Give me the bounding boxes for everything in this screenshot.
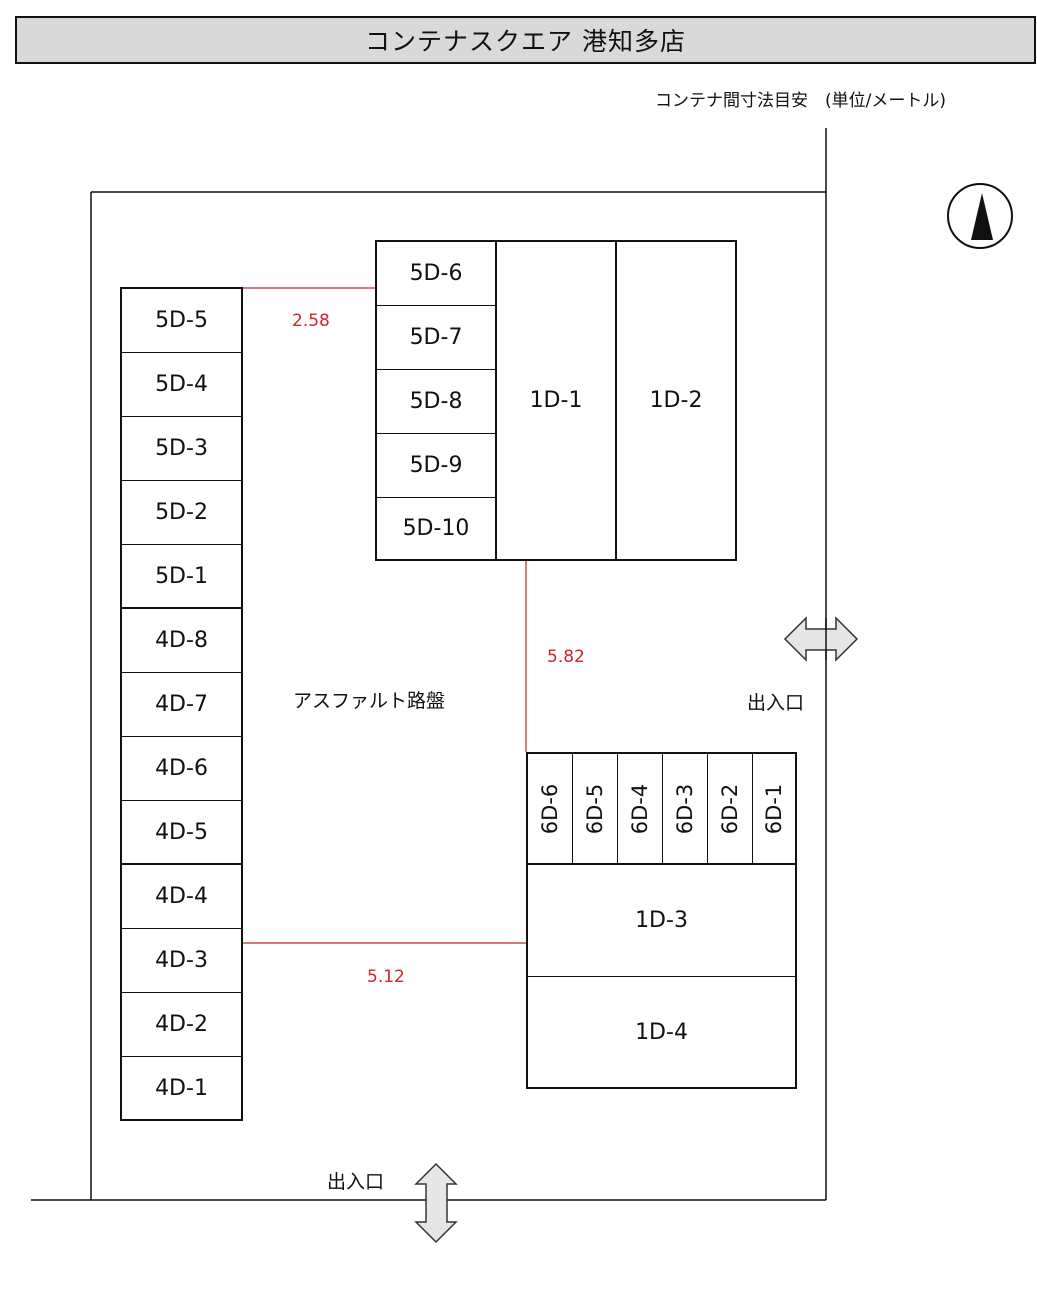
north-arrow-icon bbox=[947, 183, 1013, 249]
container-unit-vertical[interactable]: 6D-5 bbox=[573, 754, 618, 863]
double-arrow-vertical-icon bbox=[414, 1162, 458, 1244]
dimension-label: 5.12 bbox=[367, 967, 405, 987]
container-unit-vertical[interactable]: 6D-2 bbox=[708, 754, 753, 863]
container-unit[interactable]: 5D-2 bbox=[122, 481, 241, 545]
container-unit-vertical[interactable]: 6D-1 bbox=[753, 754, 795, 863]
container-unit[interactable]: 5D-1 bbox=[122, 545, 241, 607]
container-column-5d-top: 5D-6 5D-7 5D-8 5D-9 5D-10 bbox=[375, 240, 497, 561]
unit-label: 6D-2 bbox=[718, 783, 743, 834]
unit-label: 6D-3 bbox=[673, 783, 698, 834]
container-block-1d-bottom: 1D-3 1D-4 bbox=[526, 863, 797, 1089]
container-row-6d: 6D-6 6D-5 6D-4 6D-3 6D-2 6D-1 bbox=[526, 752, 797, 865]
container-unit-vertical[interactable]: 6D-3 bbox=[663, 754, 708, 863]
unit-label: 6D-1 bbox=[762, 783, 787, 834]
container-column-5d-left: 5D-5 5D-4 5D-3 5D-2 5D-1 bbox=[120, 287, 243, 609]
container-unit-large[interactable]: 1D-2 bbox=[649, 388, 703, 413]
dimension-unit-note: コンテナ間寸法目安 (単位/メートル) bbox=[655, 91, 946, 111]
container-unit-large[interactable]: 1D-1 bbox=[497, 242, 617, 559]
container-unit[interactable]: 5D-6 bbox=[377, 242, 495, 306]
container-column-4d-upper: 4D-8 4D-7 4D-6 4D-5 bbox=[120, 607, 243, 865]
unit-label: 6D-6 bbox=[538, 783, 563, 834]
container-unit[interactable]: 5D-8 bbox=[377, 370, 495, 434]
container-unit[interactable]: 4D-3 bbox=[122, 929, 241, 993]
page-title: コンテナスクエア 港知多店 bbox=[15, 16, 1036, 64]
entrance-label-east: 出入口 bbox=[747, 692, 805, 714]
container-column-4d-lower: 4D-4 4D-3 4D-2 4D-1 bbox=[120, 863, 243, 1121]
container-unit[interactable]: 5D-7 bbox=[377, 306, 495, 370]
container-unit[interactable]: 5D-4 bbox=[122, 353, 241, 417]
unit-label: 6D-4 bbox=[628, 783, 653, 834]
container-unit[interactable]: 4D-2 bbox=[122, 993, 241, 1057]
dimension-label: 2.58 bbox=[292, 311, 330, 331]
container-unit-large[interactable]: 1D-4 bbox=[635, 1019, 688, 1045]
unit-label: 6D-5 bbox=[583, 783, 608, 834]
container-unit[interactable]: 4D-7 bbox=[122, 673, 241, 737]
container-unit[interactable]: 4D-6 bbox=[122, 737, 241, 801]
container-unit[interactable]: 5D-9 bbox=[377, 434, 495, 498]
container-block-1d-top: 1D-1 1D-2 bbox=[495, 240, 737, 561]
surface-label: アスファルト路盤 bbox=[293, 690, 446, 712]
container-unit[interactable]: 5D-10 bbox=[377, 498, 495, 559]
dimension-label: 5.82 bbox=[547, 647, 585, 667]
container-unit[interactable]: 4D-8 bbox=[122, 609, 241, 673]
container-unit[interactable]: 5D-3 bbox=[122, 417, 241, 481]
container-unit[interactable]: 4D-4 bbox=[122, 865, 241, 929]
container-unit-vertical[interactable]: 6D-4 bbox=[618, 754, 663, 863]
container-unit[interactable]: 5D-5 bbox=[122, 289, 241, 353]
container-unit-vertical[interactable]: 6D-6 bbox=[528, 754, 573, 863]
double-arrow-horizontal-icon bbox=[783, 616, 859, 662]
container-unit[interactable]: 4D-5 bbox=[122, 801, 241, 863]
entrance-label-south: 出入口 bbox=[327, 1171, 385, 1193]
container-unit-large[interactable]: 1D-3 bbox=[528, 865, 795, 977]
container-unit[interactable]: 4D-1 bbox=[122, 1057, 241, 1119]
title-text: コンテナスクエア 港知多店 bbox=[365, 27, 686, 56]
